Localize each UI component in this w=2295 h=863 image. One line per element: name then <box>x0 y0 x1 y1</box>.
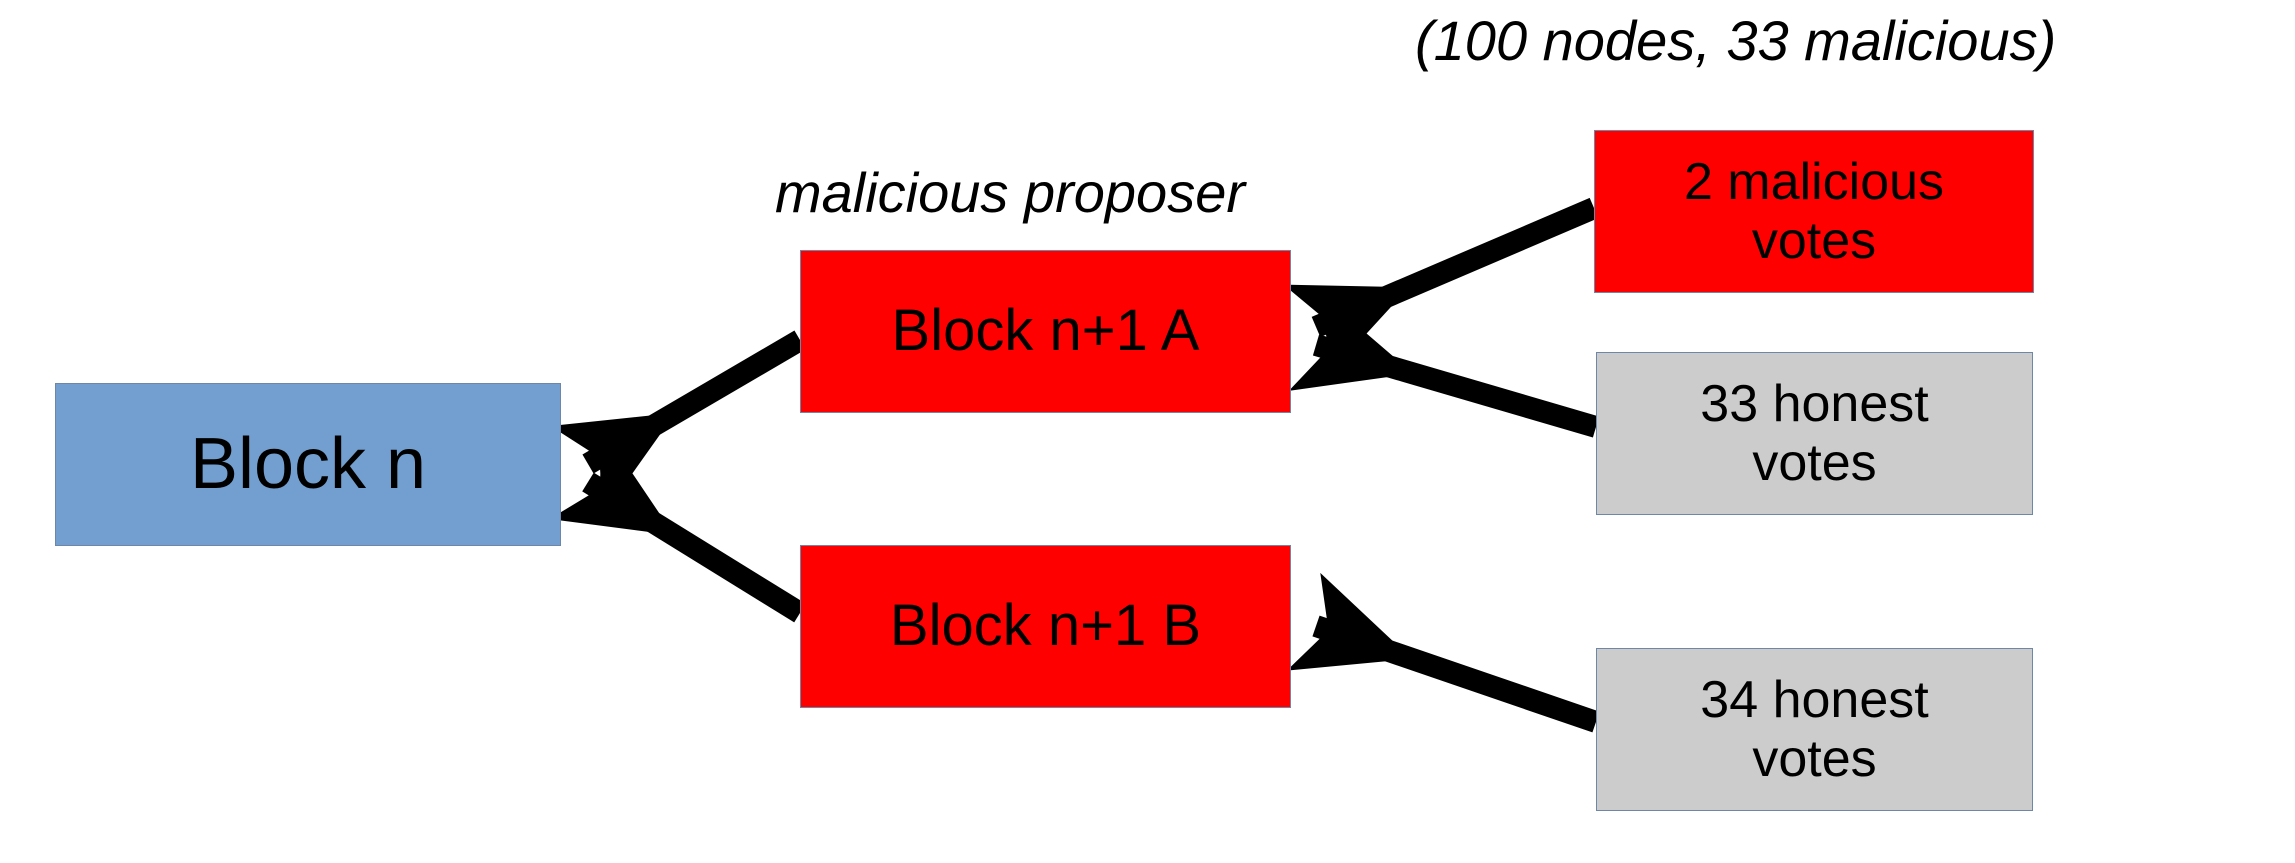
node-block-n1-a[interactable]: Block n+1 A <box>800 250 1291 413</box>
malicious-proposer-caption: malicious proposer <box>775 161 1245 224</box>
node-honest-votes-b[interactable]: 34 honest votes <box>1596 648 2033 811</box>
edge-honest-votes-a-to-block-a <box>1288 291 1600 438</box>
edge-malicious-votes-to-block-a <box>1283 197 1599 380</box>
edge-honest-votes-b-to-block-b <box>1286 572 1600 733</box>
node-honest-votes-b-label: 34 honest votes <box>1700 671 1929 788</box>
node-block-n-label: Block n <box>189 424 427 505</box>
node-block-n1-b[interactable]: Block n+1 B <box>800 545 1291 708</box>
node-honest-votes-a-label: 33 honest votes <box>1700 375 1929 492</box>
node-block-n[interactable]: Block n <box>55 383 561 546</box>
node-block-n1-a-label: Block n+1 A <box>891 298 1200 364</box>
node-malicious-votes-label: 2 malicious votes <box>1683 153 1945 270</box>
node-malicious-votes[interactable]: 2 malicious votes <box>1594 130 2034 293</box>
node-block-n1-b-label: Block n+1 B <box>889 593 1202 659</box>
edge-block-b-to-block-n <box>549 431 806 623</box>
edge-block-a-to-block-n <box>550 330 806 516</box>
node-count-caption: (100 nodes, 33 malicious) <box>1415 9 2057 72</box>
node-honest-votes-a[interactable]: 33 honest votes <box>1596 352 2033 515</box>
